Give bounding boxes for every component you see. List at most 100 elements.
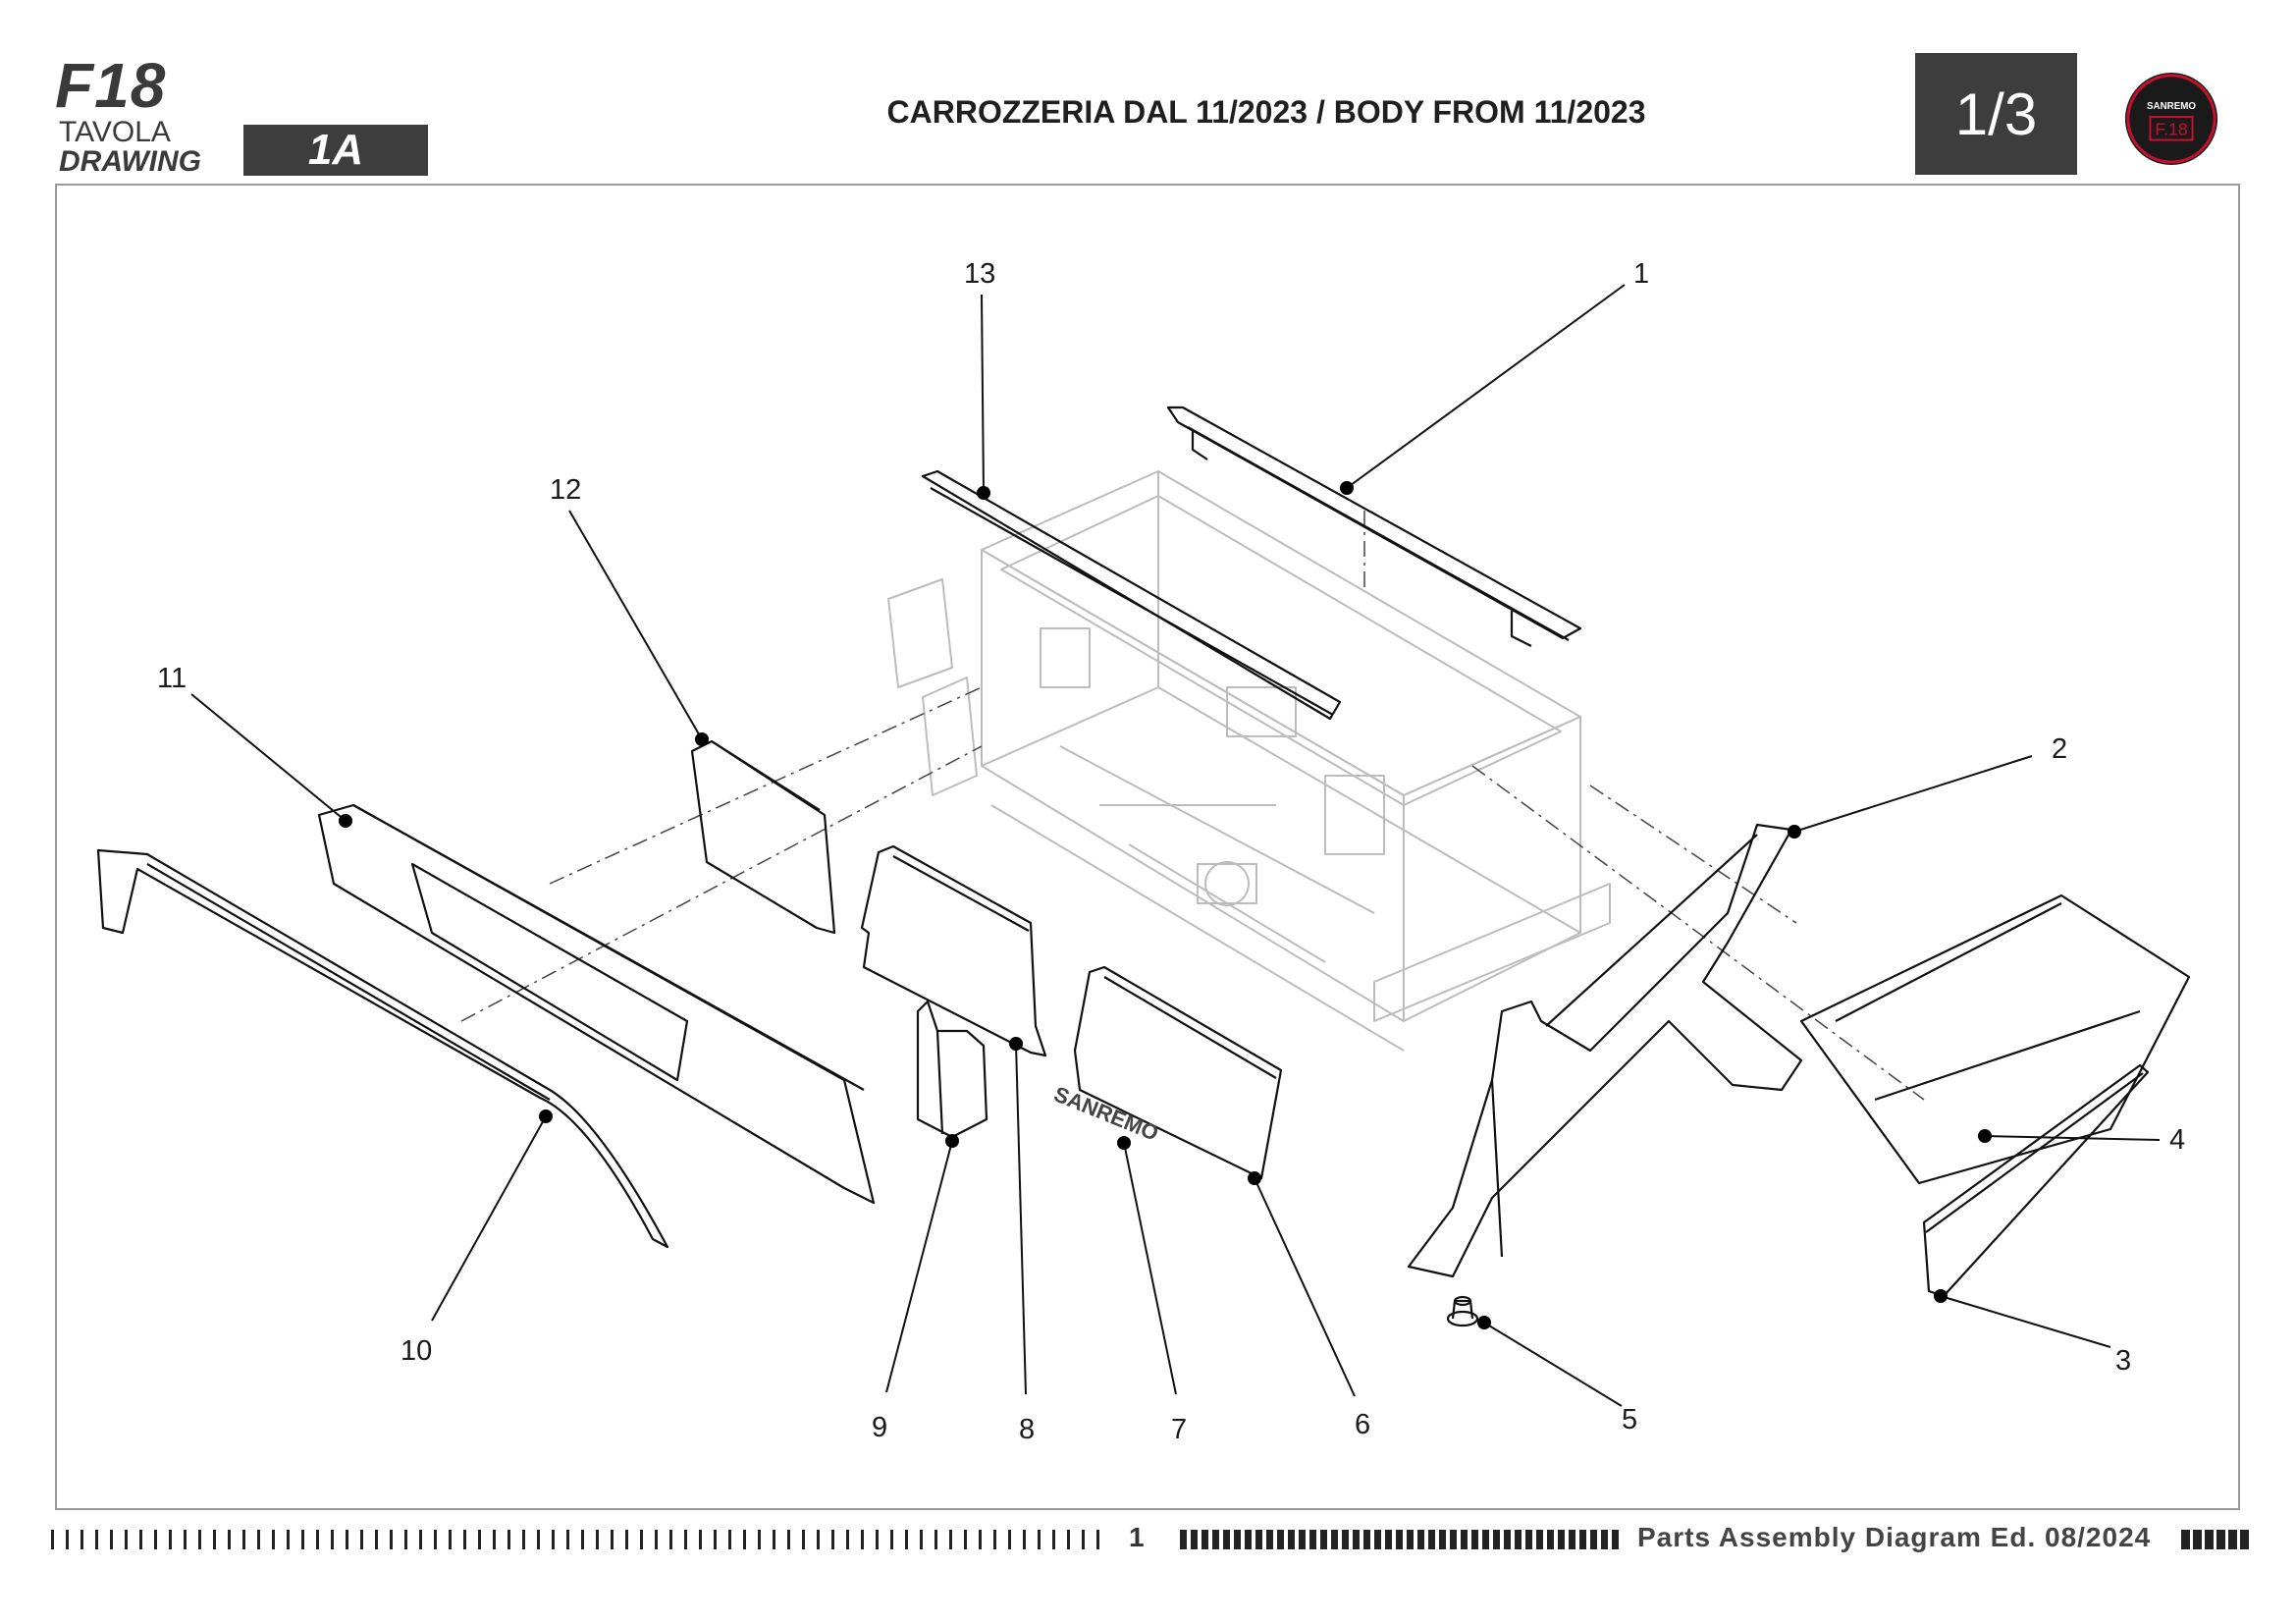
footer-stripe: [1569, 1530, 1575, 1549]
footer-stripe: [1309, 1530, 1316, 1549]
footer-stripe: [1201, 1530, 1208, 1549]
callout-13: 13: [964, 258, 995, 290]
footer-stripe: [787, 1530, 790, 1549]
footer-stripe: [640, 1530, 643, 1549]
footer-stripe: [125, 1530, 128, 1549]
footer-stripe: [1515, 1530, 1522, 1549]
footer-stripe: [1396, 1530, 1403, 1549]
footer-stripe: [1471, 1530, 1478, 1549]
footer-stripe: [876, 1530, 879, 1549]
footer-stripe: [1363, 1530, 1370, 1549]
footer-stripe: [1374, 1530, 1381, 1549]
footer-stripe: [1277, 1530, 1284, 1549]
footer-stripe: [566, 1530, 569, 1549]
callout-10: 10: [400, 1335, 432, 1367]
footer-stripe: [1417, 1530, 1424, 1549]
footer-stripe: [802, 1530, 805, 1549]
machine-frame: [887, 470, 1611, 1052]
footer-stripe: [1504, 1530, 1511, 1549]
part-1-top-rail: [1166, 406, 1582, 640]
footer-stripe: [949, 1530, 952, 1549]
footer-stripe: [169, 1530, 172, 1549]
footer-stripe: [1234, 1530, 1241, 1549]
footer-stripe: [360, 1530, 363, 1549]
footer-stripe: [301, 1530, 304, 1549]
footer-stripe: [434, 1530, 437, 1549]
footer-stripe: [817, 1530, 820, 1549]
callout-11: 11: [157, 663, 187, 694]
footer-stripe: [1223, 1530, 1230, 1549]
footer-stripe: [552, 1530, 555, 1549]
page-title: CARROZZERIA DAL 11/2023 / BODY FROM 11/2…: [886, 94, 1646, 130]
tavola-label: TAVOLA: [59, 116, 171, 148]
footer-stripe: [1180, 1530, 1187, 1549]
page-indicator: 1/3: [1915, 53, 2077, 175]
footer-stripe: [2228, 1530, 2237, 1549]
logo-text-top: SANREMO: [2147, 101, 2196, 112]
footer-stripe: [287, 1530, 290, 1549]
footer-stripe: [478, 1530, 481, 1549]
footer-stripe: [2193, 1530, 2202, 1549]
footer-stripe: [1320, 1530, 1327, 1549]
footer-stripe: [537, 1530, 540, 1549]
footer-stripe: [905, 1530, 908, 1549]
drawing-frame: [55, 184, 2240, 1510]
footer-stripe: [1407, 1530, 1414, 1549]
callout-8: 8: [1019, 1414, 1035, 1445]
footer-stripe: [139, 1530, 142, 1549]
footer-stripe: [66, 1530, 69, 1549]
footer-stripe: [596, 1530, 599, 1549]
footer-stripe: [1342, 1530, 1349, 1549]
footer-stripe: [1536, 1530, 1543, 1549]
footer-stripe: [1052, 1530, 1055, 1549]
footer-stripe: [1547, 1530, 1554, 1549]
callout-12: 12: [550, 474, 581, 506]
footer-stripe: [272, 1530, 275, 1549]
footer-caption: Parts Assembly Diagram Ed. 08/2024: [1637, 1522, 2152, 1552]
footer-stripe: [1525, 1530, 1532, 1549]
callout-9: 9: [872, 1412, 887, 1443]
footer-stripe: [1461, 1530, 1468, 1549]
footer-stripe: [1245, 1530, 1252, 1549]
footer-stripe: [198, 1530, 201, 1549]
footer-stripe: [449, 1530, 452, 1549]
footer-stripe: [1612, 1530, 1619, 1549]
footer-stripe: [934, 1530, 937, 1549]
footer-stripe: [419, 1530, 422, 1549]
drawing-code-badge: 1A: [243, 125, 428, 176]
footer-stripe: [758, 1530, 761, 1549]
footer-stripe: [390, 1530, 393, 1549]
part-10-side-trim: [96, 848, 669, 1249]
part-9-bracket: [916, 1000, 988, 1139]
footer-stripe: [773, 1530, 775, 1549]
part-13-top-strip: [921, 469, 1342, 721]
callout-3: 3: [2115, 1345, 2131, 1377]
footer-stripe: [964, 1530, 967, 1549]
footer-stripe: [699, 1530, 702, 1549]
footer-stripe: [154, 1530, 157, 1549]
footer-stripe: [522, 1530, 525, 1549]
footer-stripe: [920, 1530, 923, 1549]
footer-stripe: [404, 1530, 407, 1549]
footer-stripe: [2216, 1530, 2225, 1549]
footer-stripe: [1299, 1530, 1306, 1549]
footer-stripe: [1353, 1530, 1360, 1549]
footer-stripe: [846, 1530, 849, 1549]
callout-5: 5: [1622, 1404, 1637, 1435]
footer-stripe: [346, 1530, 348, 1549]
footer-stripe: [316, 1530, 319, 1549]
footer-stripe: [2205, 1530, 2214, 1549]
model-name: F18: [55, 50, 167, 121]
footer-stripe: [2240, 1530, 2249, 1549]
footer-stripe: [1439, 1530, 1446, 1549]
logo-text-bottom: F.18: [2155, 120, 2188, 139]
callout-6: 6: [1355, 1409, 1370, 1440]
footer-page-number: 1: [1129, 1522, 1145, 1552]
footer-stripe: [228, 1530, 231, 1549]
part-5-foot: [1446, 1295, 1479, 1327]
footer-stripe: [1385, 1530, 1392, 1549]
footer-stripe: [1038, 1530, 1041, 1549]
footer-stripe: [213, 1530, 216, 1549]
